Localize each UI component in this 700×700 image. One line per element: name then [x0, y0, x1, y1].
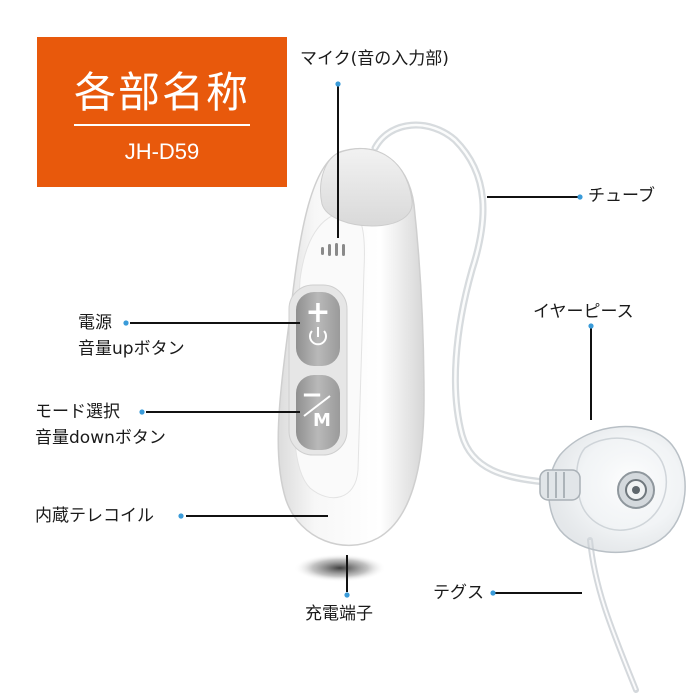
leader-lines [130, 85, 592, 594]
earpiece [539, 425, 686, 553]
tegusu-line [587, 537, 639, 693]
label-volume-up: 音量upボタン [78, 339, 185, 359]
label-tegusu: テグス [433, 583, 484, 603]
label-charging-terminal: 充電端子 [305, 604, 373, 624]
device-top-cap [320, 148, 413, 227]
charging-terminal-shadow [294, 554, 386, 582]
label-power: 電源 [78, 313, 112, 333]
badge-divider [74, 124, 250, 126]
label-earpiece: イヤーピース [533, 302, 634, 322]
label-telecoil: 内蔵テレコイル [35, 506, 154, 526]
power-icon [309, 327, 327, 346]
microphone-holes [321, 243, 345, 256]
mode-down-button[interactable] [296, 375, 340, 450]
minus-symbol: − [301, 380, 323, 410]
mode-symbol: M [313, 410, 331, 431]
badge-model-number: JH-D59 [124, 139, 200, 164]
label-mode-select: モード選択 [35, 402, 120, 422]
badge-title: 各部名称 [73, 68, 250, 117]
label-tube: チューブ [588, 186, 655, 206]
title-badge: 各部名称 JH-D59 [37, 37, 287, 187]
leader-dots [123, 81, 594, 598]
label-microphone: マイク(音の入力部) [300, 49, 449, 69]
plus-symbol: + [305, 295, 330, 330]
label-volume-down: 音量downボタン [35, 428, 166, 448]
